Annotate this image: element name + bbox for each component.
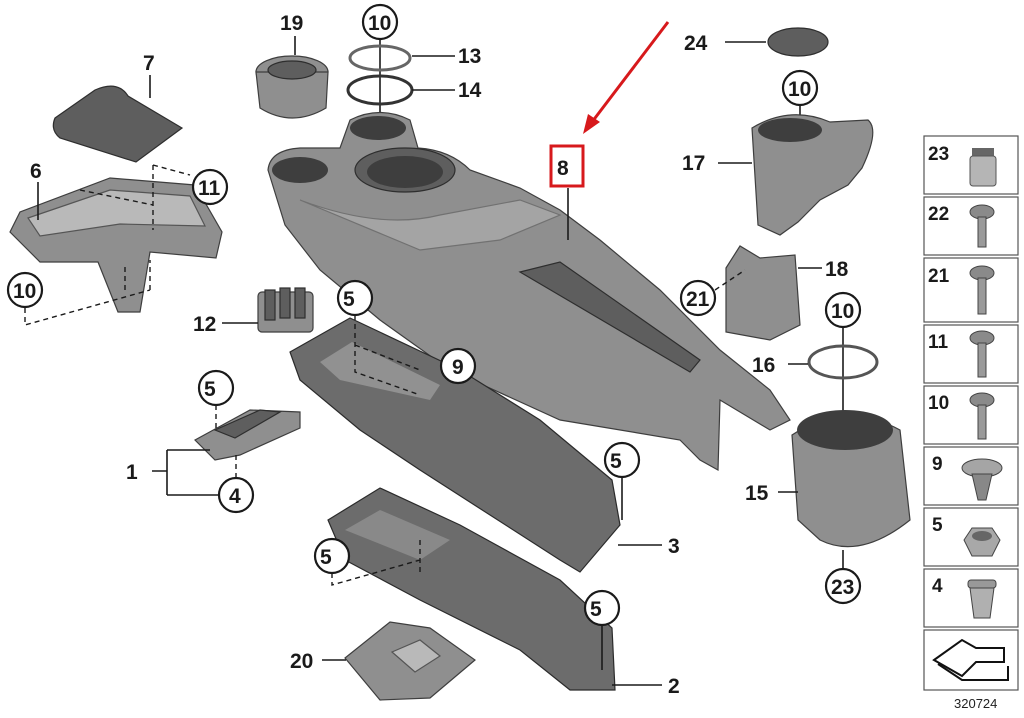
label-clip-4: 4: [229, 485, 241, 508]
label-part-20: 20: [290, 650, 313, 673]
label-rivet-9: 9: [452, 356, 464, 379]
panel-number-11: 11: [928, 332, 949, 353]
label-part-8: 8: [557, 157, 569, 180]
highlight-box: [549, 144, 585, 188]
panel-number-10: 10: [928, 393, 949, 414]
label-screw-21: 21: [686, 288, 710, 311]
label-screw-10-ring: 10: [831, 300, 854, 323]
part-12-bracket: [257, 287, 314, 333]
screw-icon: [969, 265, 995, 315]
label-part-7: 7: [143, 52, 155, 75]
panel-number-9: 9: [932, 454, 943, 475]
label-part-18: 18: [825, 258, 849, 281]
part-2-lower-frame: [327, 487, 616, 691]
screw-icon: [969, 204, 995, 248]
part-1-bracket: [194, 409, 301, 461]
part-20-mat: [344, 621, 476, 701]
part-24-cap: [767, 27, 829, 57]
clip-icon: [967, 579, 997, 619]
label-clip-23: 23: [831, 576, 854, 599]
part-17-cup-holder: [751, 114, 874, 236]
label-nut-5-d: 5: [320, 546, 332, 569]
label-part-12: 12: [193, 313, 216, 336]
panel-number-4: 4: [932, 576, 943, 597]
highlight-arrow: [590, 21, 670, 123]
panel-number-23: 23: [928, 144, 949, 165]
label-nut-5-a: 5: [343, 288, 355, 311]
label-screw-10-left: 10: [13, 280, 36, 303]
label-nut-5-b: 5: [610, 450, 622, 473]
panel-number-5: 5: [932, 515, 943, 536]
label-nut-5-e: 5: [590, 598, 602, 621]
label-part-6: 6: [30, 160, 42, 183]
label-nut-5-c: 5: [204, 378, 216, 401]
label-screw-11: 11: [198, 177, 221, 200]
label-part-14: 14: [458, 79, 482, 102]
part-6-side-trim: [9, 177, 223, 313]
screw-icon: [969, 330, 995, 378]
screw-icon: [969, 392, 995, 440]
part-15-cup-holder-base: [791, 410, 911, 548]
label-screw-10-cupholder: 10: [788, 78, 811, 101]
part-7-trim-pad: [52, 85, 184, 163]
label-part-13: 13: [458, 45, 481, 68]
document-number: 320724: [954, 696, 997, 711]
label-part-24: 24: [684, 32, 708, 55]
part-16-ring: [807, 344, 879, 380]
panel-number-21: 21: [928, 266, 950, 287]
hex-nut-icon: [963, 527, 1001, 557]
arrowhead-icon: [583, 114, 600, 134]
panel-number-22: 22: [928, 204, 949, 225]
orientation-arrow-icon: [932, 638, 1009, 681]
label-part-3: 3: [668, 535, 680, 558]
part-19-ashtray-insert: [255, 55, 329, 119]
fastener-panel: 23 22 21 11 10 9: [923, 135, 1019, 691]
label-screw-10-top: 10: [368, 12, 391, 35]
clip-nut-icon: [969, 148, 997, 187]
label-part-19: 19: [280, 12, 303, 35]
label-part-2: 2: [668, 675, 680, 698]
part-8-center-console: [267, 111, 791, 472]
expanding-rivet-icon: [961, 458, 1003, 501]
label-part-17: 17: [682, 152, 705, 175]
label-part-15: 15: [745, 482, 769, 505]
label-part-1: 1: [126, 461, 138, 484]
part-18-trim-insert: [725, 245, 801, 341]
label-part-16: 16: [752, 354, 775, 377]
